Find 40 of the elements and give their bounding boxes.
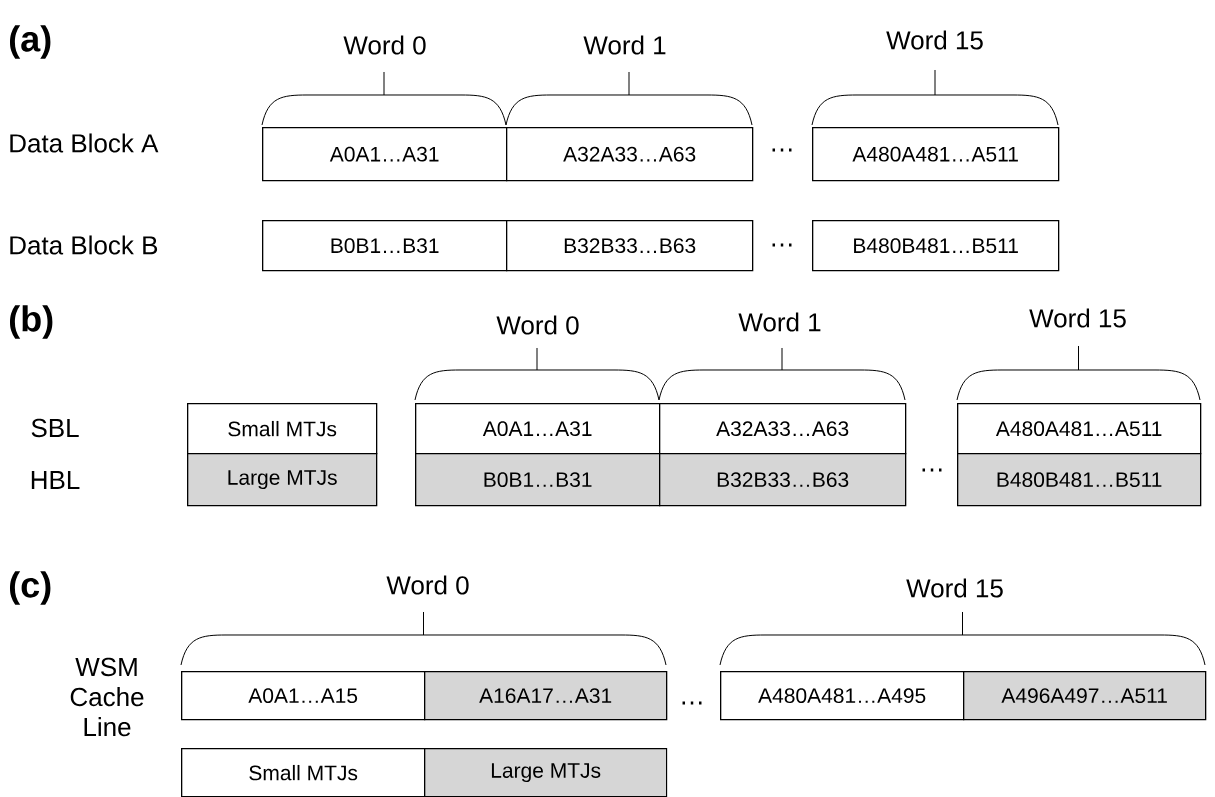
ellipsis: … [772, 243, 792, 247]
row-label: Data Block B [10, 235, 158, 255]
memory-cell: B32B33…B63 [506, 220, 754, 272]
row-label: HBL [31, 471, 80, 489]
memory-cell: A480A481…A511 [812, 127, 1060, 182]
memory-cell: Small MTJs [181, 748, 426, 797]
panel-label: (b) [10, 305, 53, 339]
word-label: Word 1 [583, 35, 666, 55]
memory-cell: A480A481…A511 [957, 403, 1202, 455]
memory-cell: B480B481…B511 [957, 453, 1202, 507]
row-label: WSM Cache Line [70, 657, 144, 737]
memory-cell: A32A33…A63 [659, 403, 907, 455]
memory-cell: A480A481…A495 [720, 671, 965, 721]
memory-cell: A496A497…A511 [963, 671, 1207, 721]
row-label: SBL [31, 418, 79, 438]
memory-cell: A0A1…A31 [262, 127, 508, 182]
word-label: Word 0 [386, 575, 469, 595]
memory-cell: A32A33…A63 [506, 127, 754, 182]
panel-label: (c) [10, 571, 51, 605]
word-label: Word 15 [1029, 308, 1126, 328]
memory-cell: A16A17…A31 [424, 671, 668, 721]
memory-cell: Large MTJs [424, 748, 668, 797]
word-label: Word 0 [496, 315, 579, 335]
memory-cell: A0A1…A15 [181, 671, 426, 721]
word-label: Word 1 [738, 312, 821, 332]
ellipsis: … [682, 701, 702, 705]
word-label: Word 0 [343, 35, 426, 55]
memory-cell: A0A1…A31 [415, 403, 661, 455]
memory-cell: B0B1…B31 [262, 220, 508, 272]
memory-cell: B480B481…B511 [812, 220, 1060, 272]
ellipsis: … [922, 468, 942, 472]
memory-cell: Large MTJs [187, 453, 378, 507]
memory-cell: Small MTJs [187, 403, 378, 455]
panel-label: (a) [10, 25, 51, 59]
word-label: Word 15 [886, 30, 983, 50]
memory-cell: B32B33…B63 [659, 453, 907, 507]
word-label: Word 15 [906, 578, 1003, 598]
row-label: Data Block A [10, 133, 159, 153]
memory-cell: B0B1…B31 [415, 453, 661, 507]
ellipsis: … [772, 148, 792, 152]
